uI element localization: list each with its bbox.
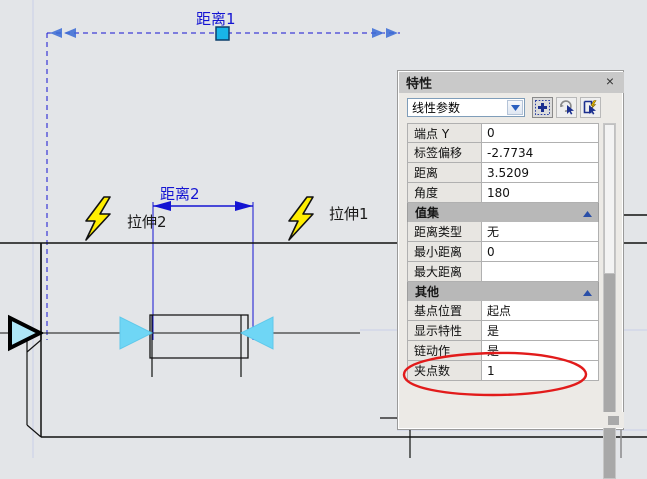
table-row[interactable]: 角度 180: [407, 183, 599, 203]
row-value[interactable]: 无: [482, 222, 598, 241]
lightning-bolt-icon[interactable]: [82, 196, 118, 242]
palette-title: 特性: [406, 77, 433, 92]
resize-grip[interactable]: [608, 416, 619, 425]
table-row-chain-action[interactable]: 链动作 是: [407, 341, 599, 361]
lightning-bolt-icon[interactable]: [285, 196, 321, 242]
vertical-scrollbar[interactable]: [603, 123, 616, 479]
stretch-grip-left[interactable]: [119, 316, 154, 350]
row-value[interactable]: 起点: [482, 301, 598, 320]
select-objects-button[interactable]: [556, 97, 577, 118]
distance-2-label[interactable]: 距离2: [160, 185, 200, 203]
table-row[interactable]: 最大距离: [407, 262, 599, 282]
table-row[interactable]: 显示特性 是: [407, 321, 599, 341]
row-value[interactable]: 是: [482, 341, 598, 360]
row-label: 端点 Y: [408, 124, 482, 142]
row-label: 夹点数: [408, 361, 482, 380]
table-row[interactable]: 基点位置 起点: [407, 301, 599, 321]
group-header-misc[interactable]: 其他: [407, 282, 599, 301]
stretch-grip-right[interactable]: [239, 316, 274, 350]
row-value[interactable]: 是: [482, 321, 598, 340]
row-label: 最小距离: [408, 242, 482, 261]
stretch-2-label[interactable]: 拉伸2: [127, 213, 167, 231]
table-row[interactable]: 端点 Y 0: [407, 123, 599, 143]
left-arrow-grip[interactable]: [8, 314, 45, 352]
row-label: 距离: [408, 163, 482, 182]
row-value[interactable]: [482, 262, 598, 281]
close-icon[interactable]: ×: [605, 73, 615, 89]
palette-footer: [399, 412, 624, 428]
object-type-dropdown[interactable]: 线性参数: [407, 98, 525, 117]
group-header-label: 值集: [415, 206, 440, 220]
quick-select-icon: [583, 100, 597, 115]
group-header-value-set[interactable]: 值集: [407, 203, 599, 222]
table-row[interactable]: 最小距离 0: [407, 242, 599, 262]
row-value[interactable]: 1: [482, 361, 598, 380]
chevron-down-icon[interactable]: [507, 100, 523, 115]
properties-rows: 端点 Y 0 标签偏移 -2.7734 距离 3.5209 角度 180 值集 …: [407, 123, 599, 381]
row-label: 显示特性: [408, 321, 482, 340]
row-label: 最大距离: [408, 262, 482, 281]
row-label: 链动作: [408, 341, 482, 360]
row-value[interactable]: 180: [482, 183, 598, 202]
grip-layer[interactable]: [0, 0, 647, 458]
quick-select-button[interactable]: [580, 97, 601, 118]
properties-palette[interactable]: 特性 × 线性参数 端点 Y 0: [397, 70, 624, 479]
row-label: 角度: [408, 183, 482, 202]
selection-grid-icon: [535, 100, 550, 115]
row-value[interactable]: 0: [482, 124, 598, 142]
select-cursor-icon: [559, 100, 574, 115]
scrollbar-track[interactable]: [604, 274, 615, 478]
drawing-canvas[interactable]: 距离1 距离2 拉伸2 拉伸1: [0, 0, 647, 458]
table-row[interactable]: 距离 3.5209: [407, 163, 599, 183]
row-label: 基点位置: [408, 301, 482, 320]
cad-geometry: [0, 0, 647, 458]
collapse-triangle-icon[interactable]: [583, 285, 592, 299]
row-value[interactable]: 3.5209: [482, 163, 598, 182]
distance-1-label[interactable]: 距离1: [196, 10, 236, 28]
table-row[interactable]: 夹点数 1: [407, 361, 599, 381]
table-row[interactable]: 距离类型 无: [407, 222, 599, 242]
collapse-triangle-icon[interactable]: [583, 206, 592, 220]
scrollbar-thumb[interactable]: [604, 124, 615, 274]
row-value[interactable]: 0: [482, 242, 598, 261]
group-header-label: 其他: [415, 285, 440, 299]
row-value[interactable]: -2.7734: [482, 143, 598, 162]
object-type-value: 线性参数: [412, 101, 461, 115]
toggle-pickadd-button[interactable]: [532, 97, 553, 118]
table-row[interactable]: 标签偏移 -2.7734: [407, 143, 599, 163]
stretch-1-label[interactable]: 拉伸1: [329, 205, 369, 223]
row-label: 距离类型: [408, 222, 482, 241]
row-label: 标签偏移: [408, 143, 482, 162]
palette-title-bar[interactable]: 特性: [399, 72, 624, 93]
